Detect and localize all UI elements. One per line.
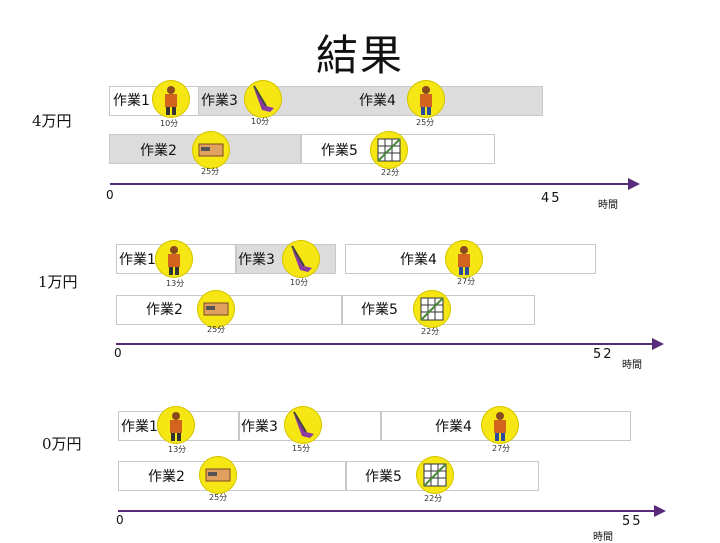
scenario-label: 4万円 [32, 110, 72, 131]
task-label: 作業4 [359, 93, 396, 109]
axis-arrowhead [652, 338, 664, 350]
duration-label: 25分 [201, 166, 219, 177]
worker-icon [157, 406, 195, 444]
worker-icon [481, 406, 519, 444]
task-label: 作業2 [140, 143, 177, 159]
task-label: 作業3 [201, 93, 238, 109]
task-label: 作業1 [113, 93, 150, 109]
axis-arrowhead [654, 505, 666, 517]
total-time: 52 [593, 347, 614, 362]
duration-label: 27分 [492, 443, 510, 454]
task-label: 作業4 [435, 419, 472, 435]
worker-icon [407, 80, 445, 118]
time-axis [116, 343, 654, 345]
vacuum-icon [282, 240, 320, 278]
duration-label: 13分 [168, 444, 186, 455]
axis-arrowhead [628, 178, 640, 190]
task-label: 作業1 [119, 252, 156, 268]
task-label: 作業3 [238, 252, 275, 268]
task-label: 作業1 [121, 419, 158, 435]
task-label: 作業5 [361, 302, 398, 318]
bathtub-icon [197, 290, 235, 328]
worker-icon [155, 240, 193, 278]
duration-label: 15分 [292, 443, 310, 454]
task-label: 作業5 [365, 469, 402, 485]
vacuum-icon [284, 406, 322, 444]
task-label: 作業5 [321, 143, 358, 159]
bathtub-icon [192, 131, 230, 169]
total-time: 45 [541, 191, 562, 206]
window-icon [413, 290, 451, 328]
window-icon [416, 456, 454, 494]
task-label: 作業4 [400, 252, 437, 268]
slide-title: 結果 [0, 22, 720, 83]
axis-unit: 時間 [622, 356, 642, 371]
duration-label: 22分 [381, 167, 399, 178]
axis-unit: 時間 [593, 528, 613, 543]
duration-label: 22分 [421, 326, 439, 337]
duration-label: 22分 [424, 493, 442, 504]
axis-unit: 時間 [598, 196, 618, 211]
time-axis [118, 510, 656, 512]
duration-label: 25分 [207, 324, 225, 335]
duration-label: 10分 [251, 116, 269, 127]
duration-label: 13分 [166, 278, 184, 289]
task-label: 作業2 [146, 302, 183, 318]
duration-label: 10分 [160, 118, 178, 129]
duration-label: 25分 [416, 117, 434, 128]
duration-label: 25分 [209, 492, 227, 503]
axis-zero: 0 [116, 513, 124, 527]
worker-icon [445, 240, 483, 278]
duration-label: 10分 [290, 277, 308, 288]
scenario-label: 1万円 [38, 271, 78, 292]
total-time: 55 [622, 514, 643, 529]
axis-zero: 0 [106, 188, 114, 202]
scenario-label: 0万円 [42, 433, 82, 454]
task-label: 作業3 [241, 419, 278, 435]
vacuum-icon [244, 80, 282, 118]
window-icon [370, 131, 408, 169]
duration-label: 27分 [457, 276, 475, 287]
time-axis [110, 183, 630, 185]
worker-icon [152, 80, 190, 118]
task-label: 作業2 [148, 469, 185, 485]
bathtub-icon [199, 456, 237, 494]
axis-zero: 0 [114, 346, 122, 360]
